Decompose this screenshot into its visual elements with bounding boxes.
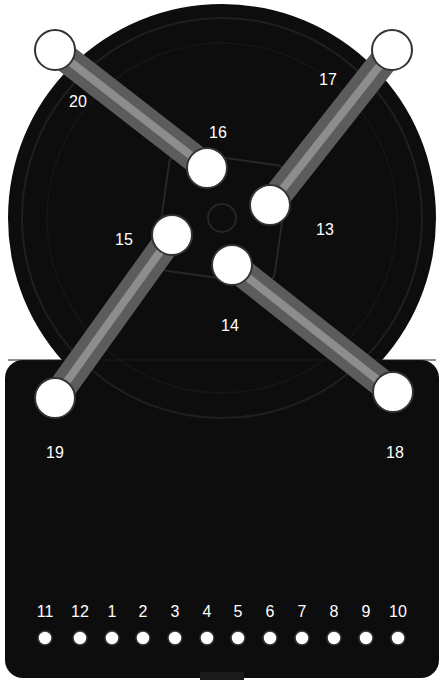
pin-row bbox=[38, 631, 405, 645]
callout-number: 12 bbox=[71, 603, 89, 620]
callout-number: 14 bbox=[221, 317, 239, 334]
pin-dot bbox=[263, 631, 277, 645]
callout-wrap: 3 bbox=[171, 603, 180, 621]
callout-number: 16 bbox=[209, 124, 227, 141]
callout-wrap: 14 bbox=[221, 317, 239, 335]
pin-dot bbox=[136, 631, 150, 645]
callout-number: 11 bbox=[37, 603, 54, 620]
pin-dot bbox=[359, 631, 373, 645]
pin-dot bbox=[231, 631, 245, 645]
callout-number: 3 bbox=[171, 603, 180, 620]
pin-dot bbox=[391, 631, 405, 645]
callout-wrap: 6 bbox=[266, 603, 275, 621]
callout-wrap: 12 bbox=[71, 603, 89, 621]
callout-wrap: 15 bbox=[115, 231, 133, 249]
callout-number: 2 bbox=[139, 603, 148, 620]
callout-number: 20 bbox=[69, 93, 87, 110]
pin-dot bbox=[295, 631, 309, 645]
callout-number: 6 bbox=[266, 603, 275, 620]
callout-wrap: 7 bbox=[298, 603, 307, 621]
callout-number: 10 bbox=[389, 603, 407, 620]
callout-wrap: 18 bbox=[386, 444, 404, 462]
callout-number: 13 bbox=[316, 221, 334, 238]
callout-number: 15 bbox=[115, 231, 133, 248]
pin-dot bbox=[168, 631, 182, 645]
callout-wrap: 1 bbox=[108, 603, 117, 621]
pin-dot bbox=[38, 631, 52, 645]
callout-number: 1 bbox=[108, 603, 117, 620]
arms bbox=[55, 50, 393, 398]
callout-number: 7 bbox=[298, 603, 307, 620]
callout-wrap: 2 bbox=[139, 603, 148, 621]
callout-wrap: 13 bbox=[316, 221, 334, 239]
housing bbox=[5, 4, 439, 680]
pin-dot bbox=[200, 631, 214, 645]
callout-number: 17 bbox=[319, 71, 337, 88]
callout-wrap: 11 bbox=[37, 603, 54, 621]
callout-wrap: 10 bbox=[389, 603, 407, 621]
callout-wrap: 8 bbox=[330, 603, 339, 621]
callout-wrap: 19 bbox=[46, 444, 64, 462]
callout-wrap: 20 bbox=[69, 93, 87, 111]
callout-wrap: 4 bbox=[203, 603, 212, 621]
arm-end-points bbox=[35, 30, 413, 418]
pin-dot bbox=[105, 631, 119, 645]
callout-number: 19 bbox=[46, 444, 64, 461]
pin-dot bbox=[73, 631, 87, 645]
callout-number: 18 bbox=[386, 444, 404, 461]
callout-wrap: 16 bbox=[209, 124, 227, 142]
pin-dot bbox=[327, 631, 341, 645]
callout-wrap: 17 bbox=[319, 71, 337, 89]
callout-wrap: 5 bbox=[234, 603, 243, 621]
callout-number: 4 bbox=[203, 603, 212, 620]
callout-number: 8 bbox=[330, 603, 339, 620]
callout-number: 9 bbox=[362, 603, 371, 620]
callout-number: 5 bbox=[234, 603, 243, 620]
callout-wrap: 9 bbox=[362, 603, 371, 621]
